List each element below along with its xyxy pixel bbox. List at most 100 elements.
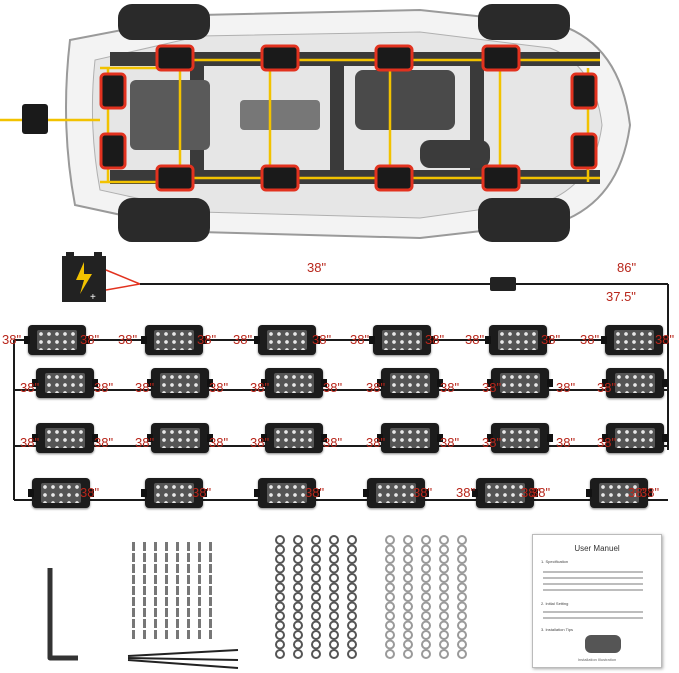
pod-wire-length: 38"	[366, 380, 386, 395]
screw-icon	[209, 564, 212, 573]
screw-icon	[176, 619, 179, 628]
pod-wire-length: 38"	[413, 485, 433, 500]
svg-text:+: +	[90, 292, 96, 303]
washer-icon	[421, 582, 431, 593]
manual-truck-icon	[585, 635, 621, 653]
screw-icon	[187, 575, 190, 584]
screw-icon	[176, 608, 179, 617]
screw-icon	[187, 553, 190, 562]
washer-icon	[439, 573, 449, 583]
pod-wire-length: 38"	[580, 332, 600, 347]
pod-wire-length: 38"	[597, 435, 617, 450]
vehicle-pod-markers	[99, 44, 598, 192]
pod-wire-length: 38"	[209, 380, 229, 395]
pod-wire-length: 38"	[597, 380, 617, 395]
washer-icon	[293, 563, 303, 574]
washer-icon	[439, 611, 449, 621]
washer-icon	[439, 592, 449, 602]
washer-icon	[457, 611, 467, 621]
manual-footer: Installation Illustration	[577, 657, 617, 662]
screw-icon	[187, 597, 190, 606]
washer-icon	[275, 620, 285, 631]
screw-icon	[198, 630, 201, 639]
pod-wire-length: 38"	[350, 332, 370, 347]
screw-icon	[132, 542, 135, 551]
washer-icon	[275, 535, 285, 545]
screw-icon	[165, 608, 168, 617]
washer-icon	[293, 620, 303, 631]
washer-icon	[293, 601, 303, 612]
washer-icon	[439, 563, 449, 574]
screw-icon	[176, 564, 179, 573]
washer-icon	[385, 630, 395, 640]
washer-icon	[311, 611, 321, 621]
rock-light-pod-icon	[24, 325, 90, 355]
rock-light-pod-icon	[141, 325, 207, 355]
washer-icon	[329, 611, 339, 621]
washer-icon	[457, 592, 467, 602]
screw-icon	[198, 542, 201, 551]
washer-icon	[439, 544, 449, 555]
washer-icon	[329, 620, 339, 631]
screw-icon	[187, 608, 190, 617]
screw-icon	[209, 553, 212, 562]
pod-wire-length: 38"	[80, 485, 100, 500]
washer-icon	[293, 554, 303, 564]
truck-chassis-illustration	[0, 4, 632, 242]
washer-icon	[311, 649, 321, 659]
washer-icon	[421, 544, 431, 555]
pod-wire-length: 38"	[323, 435, 343, 450]
rock-light-pod-icon	[602, 368, 668, 398]
washer-icon	[385, 592, 395, 602]
manual-section-2: 2. Initial Setting	[541, 601, 569, 606]
screw-icon	[143, 586, 146, 595]
pod-wire-length: 38"	[312, 332, 332, 347]
washer-icon	[457, 554, 467, 564]
washer-icon	[403, 649, 413, 659]
washer-icon	[311, 639, 321, 650]
battery-wire-length: 38"	[307, 260, 327, 275]
washer-icon	[311, 582, 321, 593]
washer-icon	[293, 573, 303, 583]
washer-icon	[403, 630, 413, 640]
battery-icon: +	[62, 252, 106, 303]
screw-icon	[187, 564, 190, 573]
pod-wire-length: 38"	[209, 435, 229, 450]
pod-wire-length: 38"	[482, 435, 502, 450]
screw-icon	[176, 586, 179, 595]
rock-light-pod-icon	[586, 478, 652, 508]
controller-down-length: 37.5"	[606, 289, 636, 304]
pod-wire-length: 38"	[366, 435, 386, 450]
washer-icon	[421, 620, 431, 631]
washer-icon	[275, 649, 285, 659]
screw-icon	[154, 575, 157, 584]
rock-light-pod-icon	[487, 368, 553, 398]
washer-icon	[311, 573, 321, 583]
rock-light-pod-icon	[602, 423, 668, 453]
screw-icon	[165, 597, 168, 606]
screw-icon	[143, 564, 146, 573]
washer-icon	[275, 611, 285, 621]
pod-wire-length: 38"	[118, 332, 138, 347]
washer-icon	[457, 535, 467, 545]
washer-icon	[403, 544, 413, 555]
screw-icon	[209, 608, 212, 617]
pod-wire-length: 38"	[135, 435, 155, 450]
controller-plug	[490, 277, 516, 291]
wiring-diagram: +	[13, 252, 669, 501]
pod-wire-length: 38"	[556, 380, 576, 395]
screw-icon	[187, 619, 190, 628]
controller-box	[22, 104, 48, 134]
washer-icon	[329, 544, 339, 555]
screw-icon	[154, 542, 157, 551]
washer-icon	[403, 554, 413, 564]
washer-icon	[293, 649, 303, 659]
rock-light-pod-icon	[141, 478, 207, 508]
washer-icon	[421, 630, 431, 640]
pod-wire-length: 38"	[2, 332, 22, 347]
user-manual: User Manuel 1. Specification 2. Initial …	[532, 534, 662, 668]
screw-icon	[176, 542, 179, 551]
rock-light-pod-icon	[147, 368, 213, 398]
washer-icon	[403, 573, 413, 583]
pod-wire-length: 38"	[655, 332, 675, 347]
